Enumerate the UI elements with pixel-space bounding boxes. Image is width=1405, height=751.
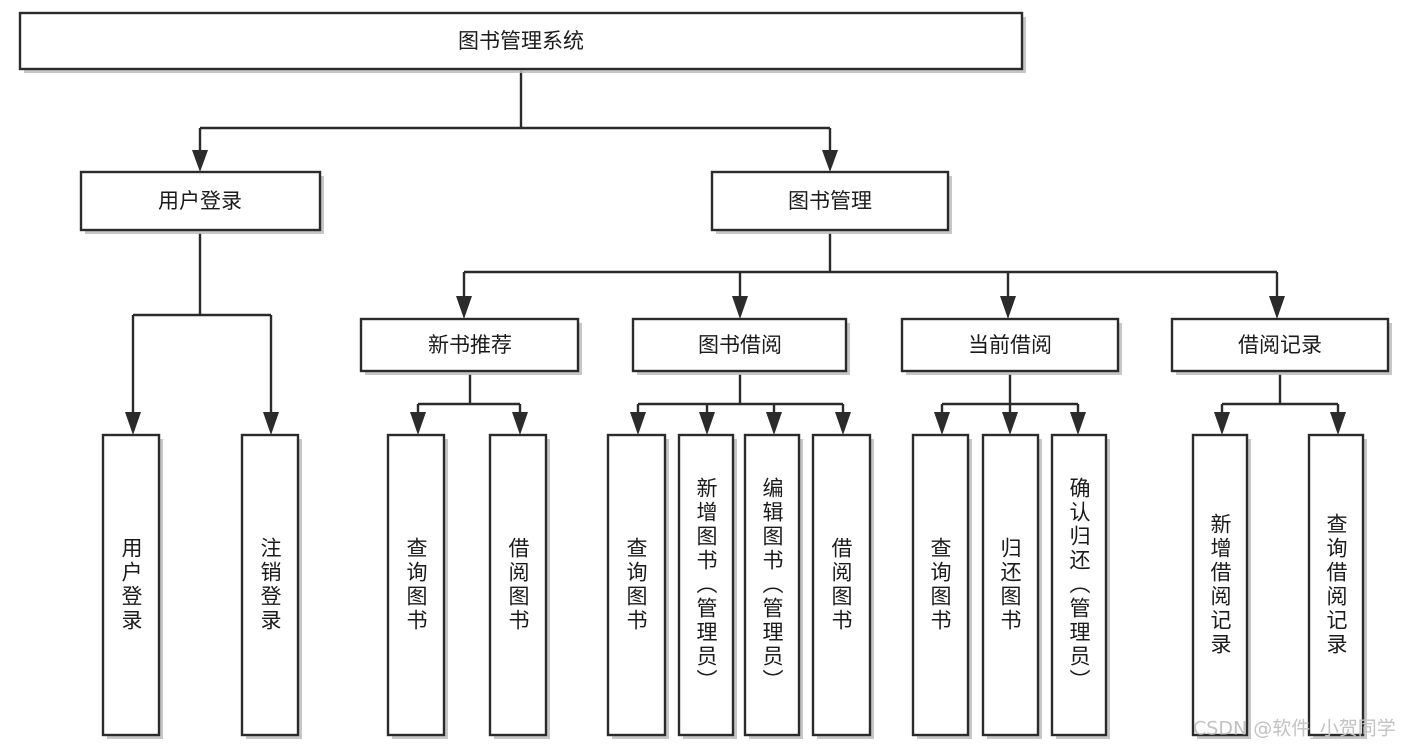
node-current-borrow-label: 当前借阅 [968, 333, 1052, 357]
node-user-login[interactable]: 用户登录 [79, 170, 324, 234]
node-leaf-query-borrow-record-box[interactable] [1307, 433, 1365, 737]
node-current-borrow-box[interactable] [900, 317, 1120, 373]
arrow-head-leaf-query-book-1 [410, 412, 426, 435]
arrow-head-new-book-recommend [456, 296, 472, 319]
node-book-borrow-box[interactable] [631, 317, 848, 373]
node-leaf-query-book-1[interactable]: 查询图书 [386, 433, 448, 739]
node-leaf-borrow-book-1-label: 借阅图书 [506, 537, 530, 633]
node-leaf-borrow-book-2-box[interactable] [811, 433, 872, 737]
node-leaf-edit-book-admin[interactable]: 编辑图书（管理员） [743, 433, 803, 739]
node-book-manage-box[interactable] [710, 170, 950, 232]
arrow-head-leaf-borrow-book-2 [835, 412, 851, 435]
node-leaf-confirm-return-admin-box[interactable] [1050, 433, 1108, 737]
node-book-borrow-label: 图书借阅 [698, 333, 782, 357]
node-root[interactable]: 图书管理系统 [18, 11, 1026, 73]
node-user-login-box[interactable] [79, 170, 322, 232]
node-leaf-user-login[interactable]: 用户登录 [101, 433, 163, 739]
node-root-label: 图书管理系统 [458, 29, 584, 53]
node-leaf-query-book-1-box[interactable] [386, 433, 446, 737]
node-leaf-logout-login[interactable]: 注销登录 [240, 433, 302, 739]
node-leaf-borrow-book-2[interactable]: 借阅图书 [811, 433, 874, 739]
node-leaf-add-borrow-record[interactable]: 新增借阅记录 [1191, 433, 1251, 739]
node-new-book-recommend[interactable]: 新书推荐 [359, 317, 582, 375]
node-leaf-add-book-admin-box[interactable] [677, 433, 735, 737]
node-leaf-edit-book-admin-label: 编辑图书（管理员） [760, 477, 784, 693]
arrow-head-user-login [192, 150, 208, 172]
arrow-head-leaf-query-borrow-record [1330, 412, 1346, 435]
node-borrow-record-label: 借阅记录 [1238, 333, 1322, 357]
node-new-book-recommend-box[interactable] [359, 317, 580, 373]
node-book-manage-label: 图书管理 [788, 189, 872, 213]
node-borrow-record[interactable]: 借阅记录 [1170, 317, 1392, 375]
node-leaf-query-book-2[interactable]: 查询图书 [606, 433, 669, 739]
connector-layer [125, 71, 1346, 435]
arrow-head-borrow-record [1269, 296, 1285, 319]
node-book-manage[interactable]: 图书管理 [710, 170, 952, 234]
node-leaf-borrow-book-2-label: 借阅图书 [829, 537, 853, 633]
node-leaf-query-borrow-record[interactable]: 查询借阅记录 [1307, 433, 1367, 739]
arrow-head-book-manage [822, 150, 838, 172]
node-leaf-return-book-label: 归还图书 [998, 537, 1022, 633]
node-leaf-borrow-book-1[interactable]: 借阅图书 [488, 433, 550, 739]
node-leaf-query-book-2-label: 查询图书 [624, 537, 648, 633]
arrow-head-leaf-query-book-2 [630, 412, 646, 435]
arrow-head-book-borrow [732, 296, 748, 319]
arrow-head-leaf-add-book-admin [699, 412, 715, 435]
node-leaf-user-login-box[interactable] [101, 433, 161, 737]
node-leaf-query-book-3-label: 查询图书 [928, 537, 952, 633]
node-book-borrow[interactable]: 图书借阅 [631, 317, 850, 375]
node-borrow-record-box[interactable] [1170, 317, 1390, 373]
node-root-box[interactable] [18, 11, 1024, 71]
node-leaf-return-book[interactable]: 归还图书 [981, 433, 1042, 739]
node-new-book-recommend-label: 新书推荐 [428, 333, 512, 357]
node-leaf-return-book-box[interactable] [981, 433, 1040, 737]
node-leaf-logout-login-label: 注销登录 [258, 537, 282, 633]
node-leaf-query-book-2-box[interactable] [606, 433, 667, 737]
node-leaf-add-borrow-record-label: 新增借阅记录 [1208, 513, 1232, 657]
node-leaf-borrow-book-1-box[interactable] [488, 433, 548, 737]
node-leaf-add-borrow-record-box[interactable] [1191, 433, 1249, 737]
node-leaf-query-book-1-label: 查询图书 [404, 537, 428, 633]
node-current-borrow[interactable]: 当前借阅 [900, 317, 1122, 375]
arrow-head-leaf-return-book [1002, 412, 1018, 435]
csdn-watermark: CSDN @软件_小贺同学 [1193, 718, 1396, 740]
node-leaf-user-login-label: 用户登录 [119, 537, 143, 633]
node-leaf-query-borrow-record-label: 查询借阅记录 [1324, 513, 1348, 657]
node-leaf-query-book-3[interactable]: 查询图书 [911, 433, 972, 739]
arrow-head-leaf-edit-book-admin [766, 412, 782, 435]
node-leaf-confirm-return-admin[interactable]: 确认归还（管理员） [1050, 433, 1110, 739]
node-leaf-add-book-admin[interactable]: 新增图书（管理员） [677, 433, 737, 739]
arrow-head-leaf-query-book-3 [934, 412, 950, 435]
node-leaf-add-book-admin-label: 新增图书（管理员） [694, 477, 718, 693]
arrow-head-current-borrow [1000, 296, 1016, 319]
arrow-head-leaf-add-borrow-record [1214, 412, 1230, 435]
node-leaf-query-book-3-box[interactable] [911, 433, 970, 737]
arrow-head-leaf-confirm-return-admin [1070, 412, 1086, 435]
arrow-head-leaf-logout-login [263, 412, 279, 435]
node-leaf-edit-book-admin-box[interactable] [743, 433, 801, 737]
arrow-head-leaf-borrow-book-1 [512, 412, 528, 435]
arrow-head-leaf-user-login [125, 412, 141, 435]
node-leaf-logout-login-box[interactable] [240, 433, 300, 737]
node-user-login-label: 用户登录 [158, 189, 242, 213]
node-leaf-confirm-return-admin-label: 确认归还（管理员） [1067, 477, 1091, 693]
